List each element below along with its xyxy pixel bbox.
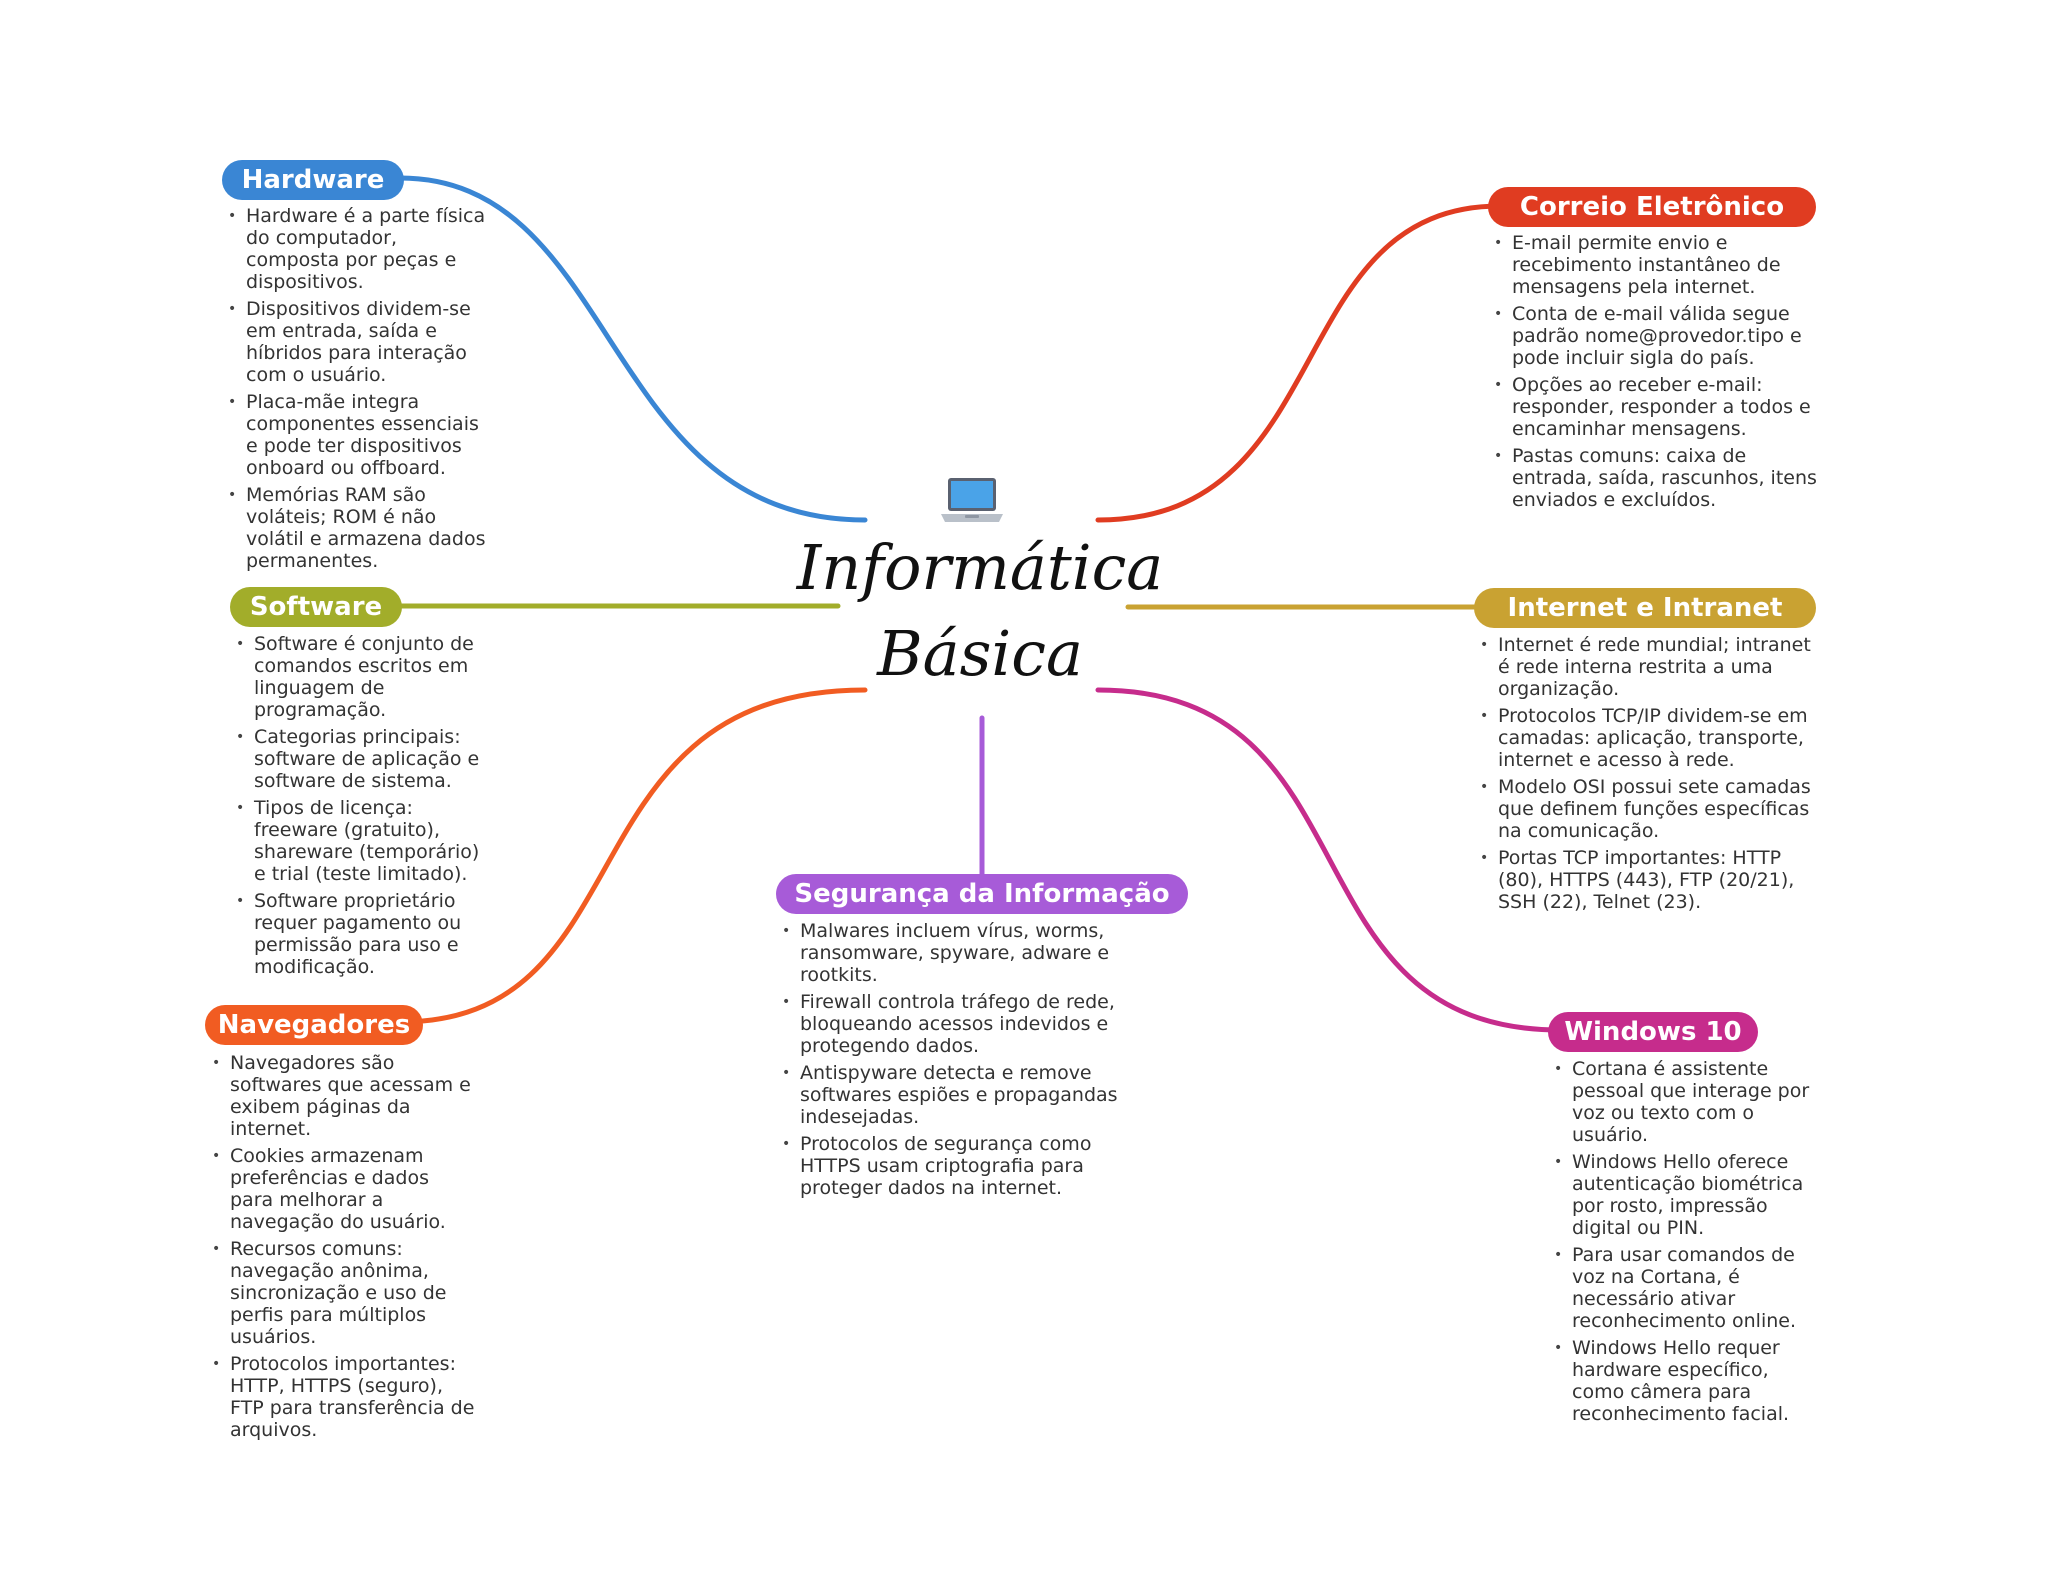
correio-notes: E-mail permite envio e recebimento insta… [1494, 232, 1824, 516]
note-item: Software proprietário requer pagamento o… [236, 890, 486, 978]
note-item: Memórias RAM são voláteis; ROM é não vol… [228, 484, 488, 572]
note-item: Placa-mãe integra componentes essenciais… [228, 391, 488, 479]
note-item: Protocolos de segurança como HTTPS usam … [782, 1133, 1152, 1199]
note-item: Software é conjunto de comandos escritos… [236, 633, 486, 721]
navegadores-notes: Navegadores são softwares que acessam e … [212, 1052, 477, 1446]
note-item: Antispyware detecta e remove softwares e… [782, 1062, 1152, 1128]
connector-hardware [397, 175, 868, 523]
note-item: Pastas comuns: caixa de entrada, saída, … [1494, 445, 1824, 511]
note-item: Cookies armazenam preferências e dados p… [212, 1145, 477, 1233]
topic-navegadores-label: Navegadores [217, 1010, 411, 1040]
topic-internet[interactable]: Internet e Intranet [1474, 588, 1816, 628]
note-item: Cortana é assistente pessoal que interag… [1554, 1058, 1824, 1146]
connector-correio [1095, 203, 1503, 523]
note-item: Recursos comuns: navegação anônima, sinc… [212, 1238, 477, 1348]
note-item: Portas TCP importantes: HTTP (80), HTTPS… [1480, 847, 1820, 913]
connector-navegadores [397, 687, 868, 1025]
topic-seguranca-label: Segurança da Informação [794, 879, 1170, 909]
note-item: Windows Hello oferece autenticação biomé… [1554, 1151, 1824, 1239]
topic-internet-label: Internet e Intranet [1507, 593, 1783, 623]
topic-navegadores[interactable]: Navegadores [205, 1005, 423, 1045]
topic-windows[interactable]: Windows 10 [1548, 1012, 1758, 1052]
note-item: Modelo OSI possui sete camadas que defin… [1480, 776, 1820, 842]
topic-seguranca[interactable]: Segurança da Informação [776, 874, 1188, 914]
note-item: Hardware é a parte física do computador,… [228, 205, 488, 293]
note-item: Para usar comandos de voz na Cortana, é … [1554, 1244, 1824, 1332]
internet-notes: Internet é rede mundial; intranet é rede… [1480, 634, 1820, 918]
laptop-icon [941, 478, 1003, 522]
software-notes: Software é conjunto de comandos escritos… [236, 633, 486, 983]
topic-software-label: Software [249, 592, 383, 622]
note-item: Internet é rede mundial; intranet é rede… [1480, 634, 1820, 700]
note-item: Tipos de licença: freeware (gratuito), s… [236, 797, 486, 885]
note-item: Malwares incluem vírus, worms, ransomwar… [782, 920, 1152, 986]
note-item: Protocolos TCP/IP dividem-se em camadas:… [1480, 705, 1820, 771]
note-item: Opções ao receber e-mail: responder, res… [1494, 374, 1824, 440]
central-title-line-1: Informática [796, 531, 1164, 604]
seguranca-notes: Malwares incluem vírus, worms, ransomwar… [782, 920, 1152, 1204]
topic-correio-label: Correio Eletrônico [1519, 192, 1785, 222]
connector-windows [1095, 687, 1563, 1033]
note-item: Firewall controla tráfego de rede, bloqu… [782, 991, 1152, 1057]
topic-windows-label: Windows 10 [1564, 1017, 1742, 1047]
central-title-line-2: Básica [877, 617, 1083, 690]
note-item: Dispositivos dividem-se em entrada, saíd… [228, 298, 488, 386]
central-topic-title: Informática Básica [770, 525, 1190, 697]
note-item: Protocolos importantes: HTTP, HTTPS (seg… [212, 1353, 477, 1441]
note-item: Conta de e-mail válida segue padrão nome… [1494, 303, 1824, 369]
note-item: Categorias principais: software de aplic… [236, 726, 486, 792]
note-item: E-mail permite envio e recebimento insta… [1494, 232, 1824, 298]
topic-hardware[interactable]: Hardware [222, 160, 404, 200]
hardware-notes: Hardware é a parte física do computador,… [228, 205, 488, 577]
windows-notes: Cortana é assistente pessoal que interag… [1554, 1058, 1824, 1430]
topic-correio[interactable]: Correio Eletrônico [1488, 187, 1816, 227]
topic-hardware-label: Hardware [241, 165, 385, 195]
note-item: Navegadores são softwares que acessam e … [212, 1052, 477, 1140]
topic-software[interactable]: Software [230, 587, 402, 627]
note-item: Windows Hello requer hardware específico… [1554, 1337, 1824, 1425]
